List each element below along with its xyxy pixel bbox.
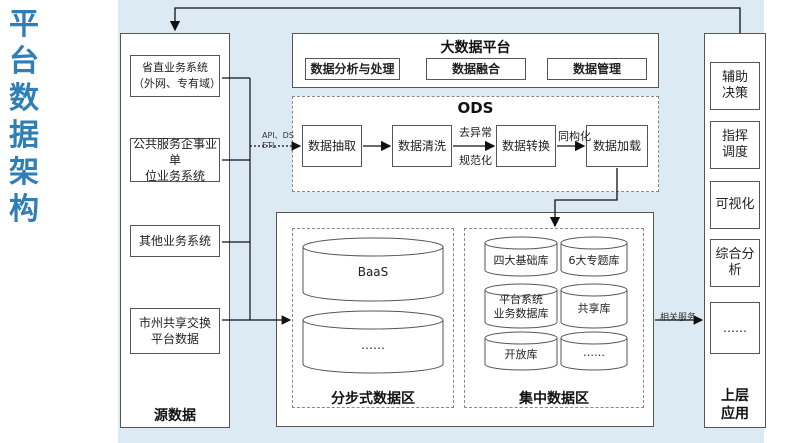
cylinder-central [484,283,558,329]
central-zone-title: 集中数据区 [519,391,589,407]
central-item-shared: 共享库 [577,302,611,315]
page-title: 平台数据架构 [4,6,44,228]
upper-item-analysis: 综合分 析 [710,239,760,287]
service-label: 相关服务 [660,313,697,323]
cylinder-central [484,236,558,277]
source-item-label: 其他业务系统 [138,234,211,248]
feedback-arrow [169,7,741,33]
platform-item-management: 数据管理 [547,58,647,80]
ods-step-label: 数据转换 [501,139,550,153]
source-item-label: 市州共享交换 平台数据 [138,316,211,346]
distributed-zone-title: 分步式数据区 [331,391,415,407]
ods-step-label: 数据清洗 [397,139,446,153]
cylinder-central [560,236,628,277]
upper-item-more: …… [710,302,760,354]
load-to-central-arrow [549,168,618,228]
ods-arrow-label-normalize: 规范化 [459,154,492,167]
ods-step-extract: 数据抽取 [302,125,362,167]
central-item-platform-business: 平台系统 业务数据库 [493,293,549,320]
source-item-label: 省直业务系统 （外网、专有域） [133,61,221,90]
ods-step-label: 数据抽取 [307,139,356,153]
ods-step-transform: 数据转换 [496,125,556,167]
cylinder-baas [302,237,444,302]
input-label-api: API、DS [262,131,294,140]
source-item-provincial: 省直业务系统 （外网、专有域） [130,55,221,97]
input-label-etl: ETL [262,141,277,150]
source-item-other: 其他业务系统 [130,225,220,257]
ods-step-label: 数据加载 [592,139,641,153]
source-item-public-service: 公共服务企事业单 位业务系统 [130,137,220,183]
central-item-six-topic: 6大专题库 [568,254,620,267]
platform-item-label: 数据融合 [451,62,500,76]
source-item-city-exchange: 市州共享交换 平台数据 [130,308,220,354]
upper-app-title: 上层 应用 [721,388,749,422]
distributed-item-more: …… [361,338,385,352]
cylinder-distributed-more [302,310,444,374]
distributed-item-baas: BaaS [357,265,389,279]
ods-step-clean: 数据清洗 [392,125,452,167]
ods-arrow-label-dedupe: 去异常 [459,126,492,139]
upper-item-label: 可视化 [715,197,755,212]
source-item-label: 公共服务企事业单 位业务系统 [133,137,218,183]
central-item-four-base: 四大基础库 [493,254,549,267]
source-data-title: 源数据 [154,408,196,424]
platform-item-analysis: 数据分析与处理 [305,58,400,80]
upper-item-visualization: 可视化 [710,181,760,229]
ods-arrow-label-homogenize: 同构化 [558,130,591,143]
central-item-more: …… [583,346,605,359]
cylinder-central [560,283,628,329]
platform-item-fusion: 数据融合 [426,58,526,80]
upper-item-label: 指挥 调度 [721,129,748,160]
big-data-platform-title: 大数据平台 [440,40,511,56]
page-title-text: 平台数据架构 [9,7,39,227]
cylinder-central [484,331,558,371]
upper-item-decision: 辅助 决策 [710,62,760,110]
upper-item-label: 综合分 析 [715,247,755,278]
cylinder-central [560,331,628,371]
upper-item-label: …… [723,321,747,335]
ods-title: ODS [457,99,494,117]
ods-step-load: 数据加载 [586,125,648,167]
platform-item-label: 数据分析与处理 [310,62,395,76]
central-item-open: 开放库 [504,348,538,361]
upper-item-label: 辅助 决策 [721,70,748,101]
platform-item-label: 数据管理 [572,62,621,76]
upper-item-command: 指挥 调度 [710,121,760,169]
